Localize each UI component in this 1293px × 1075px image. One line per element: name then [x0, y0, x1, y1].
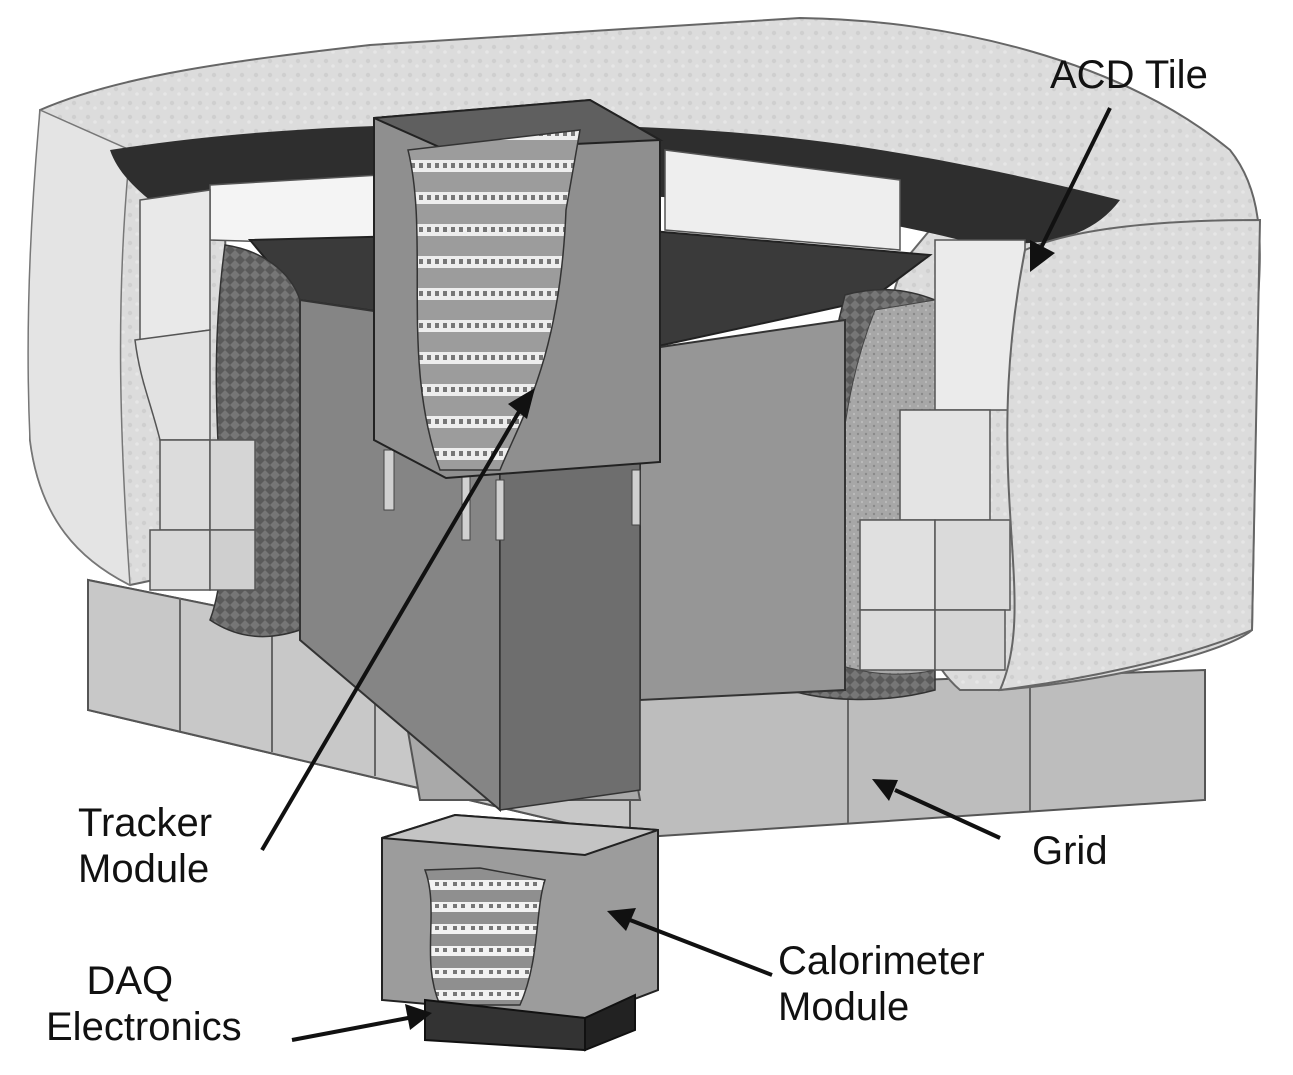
arrowhead-daq: [405, 1004, 432, 1030]
grid-label: Grid: [1032, 828, 1108, 874]
calorimeter-module: [381, 813, 659, 1020]
arrowhead-calorimeter: [607, 908, 636, 931]
leader-arrows: [260, 107, 1112, 1042]
calorimeter-module-line-1: Calorimeter: [778, 939, 985, 983]
arrowhead-acd: [1030, 240, 1055, 272]
right-tile-stack: [859, 239, 1026, 671]
tracker-module-label: Tracker Module: [78, 800, 212, 892]
arrowhead-tracker: [508, 388, 535, 419]
acd-tile-text: ACD Tile: [1050, 53, 1208, 97]
daq-electronics: [424, 993, 636, 1052]
acd-tile-label: ACD Tile: [1050, 52, 1208, 98]
daq-electronics-line-2: Electronics: [46, 1005, 242, 1049]
inner-acd-tiles: [209, 149, 901, 251]
daq-electronics-line-1: DAQ: [86, 959, 174, 1003]
calorimeter-module-label: Calorimeter Module: [778, 938, 985, 1030]
calorimeter-module-line-2: Module: [778, 985, 910, 1029]
daq-electronics-label: DAQ Electronics: [46, 958, 242, 1050]
arrowhead-grid: [872, 779, 898, 801]
left-tile-stack: [134, 189, 256, 591]
tracker-module: [373, 98, 664, 480]
tracker-module-line-2: Module: [78, 847, 210, 891]
tracker-module-line-1: Tracker: [78, 801, 213, 845]
grid-text: Grid: [1032, 829, 1108, 873]
acd-tile-right-wall: [998, 218, 1262, 692]
